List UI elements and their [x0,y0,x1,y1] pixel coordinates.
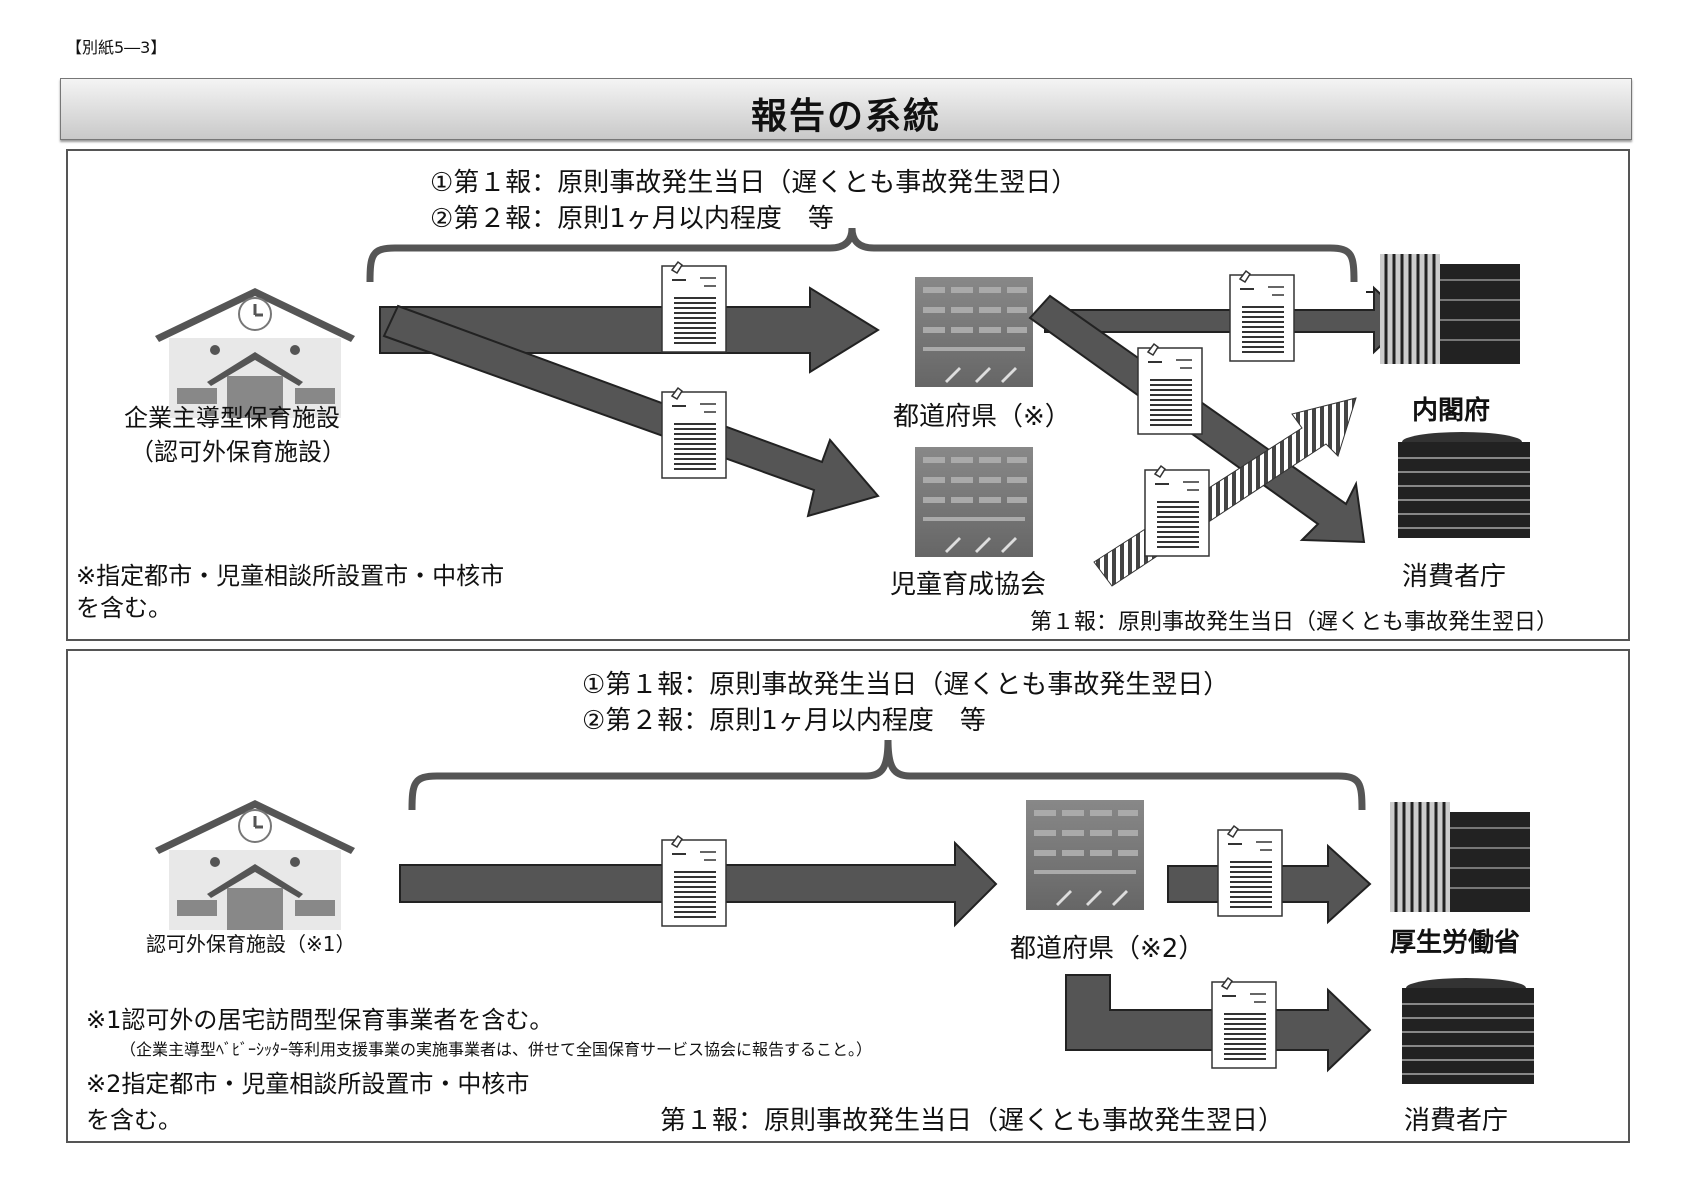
panel2-timing-first: ①第１報：原則事故発生当日（遅くとも事故発生翌日） [582,670,1230,700]
panel2-note-1-sub: （企業主導型ﾍﾞﾋﾞｰｼｯﾀｰ等利用支援事業の実施事業者は、併せて全国保育サービ… [120,1040,873,1059]
panel-unlicensed-childcare [66,649,1630,1143]
panel2-bottom-timing: 第１報：原則事故発生当日（遅くとも事故発生翌日） [660,1106,1285,1136]
association-building-icon [915,447,1033,557]
panel1-source-label: 企業主導型保育施設 [124,404,340,432]
brace-panel1 [366,227,1358,283]
brace-panel2 [408,739,1366,811]
consumer-agency-building-icon [1397,431,1531,539]
panel1-prefecture-label: 都道府県（※） [893,402,1071,432]
title-bar: 報告の系統 [60,78,1632,140]
panel2-source-label: 認可外保育施設（※1） [146,932,356,956]
panel2-timing-second: ②第２報：原則1ヶ月以内程度 等 [582,706,986,736]
report-document-icon [661,387,727,479]
panel2-note-1: ※1認可外の居宅訪問型保育事業者を含む。 [86,1006,554,1034]
attachment-label: 【別紙5―3】 [66,38,167,57]
cabinet-office-building-icon [1378,252,1522,366]
panel1-consumer-agency-label: 消費者庁 [1402,562,1507,592]
panel1-timing-second: ②第２報：原則1ヶ月以内程度 等 [430,204,834,234]
report-document-icon [1229,270,1295,362]
report-document-icon [661,261,727,353]
report-document-icon [1144,465,1210,557]
prefecture-building-icon [915,277,1033,387]
panel2-consumer-agency-label: 消費者庁 [1404,1106,1509,1136]
arrow-source-to-association [382,304,880,518]
panel2-note-2: ※2指定都市・児童相談所設置市・中核市 [86,1070,530,1098]
panel2-prefecture-label: 都道府県（※2） [1010,934,1205,964]
panel1-timing-first: ①第１報：原則事故発生当日（遅くとも事故発生翌日） [430,168,1078,198]
page-title: 報告の系統 [750,96,941,137]
panel1-association-label: 児童育成協会 [890,570,1047,600]
report-document-icon [1137,343,1203,435]
panel2-note-3: を含む。 [86,1106,182,1134]
panel1-bottom-timing: 第１報：原則事故発生当日（遅くとも事故発生翌日） [1030,610,1559,635]
panel1-source-sublabel: （認可外保育施設） [130,438,346,466]
panel1-note: ※指定都市・児童相談所設置市・中核市 [76,562,505,590]
panel1-cabinet-office-label: 内閣府 [1412,396,1491,426]
panel2-mhlw-label: 厚生労働省 [1390,928,1521,958]
panel-corporate-childcare [66,149,1630,641]
panel1-note-cont: を含む。 [76,594,172,622]
